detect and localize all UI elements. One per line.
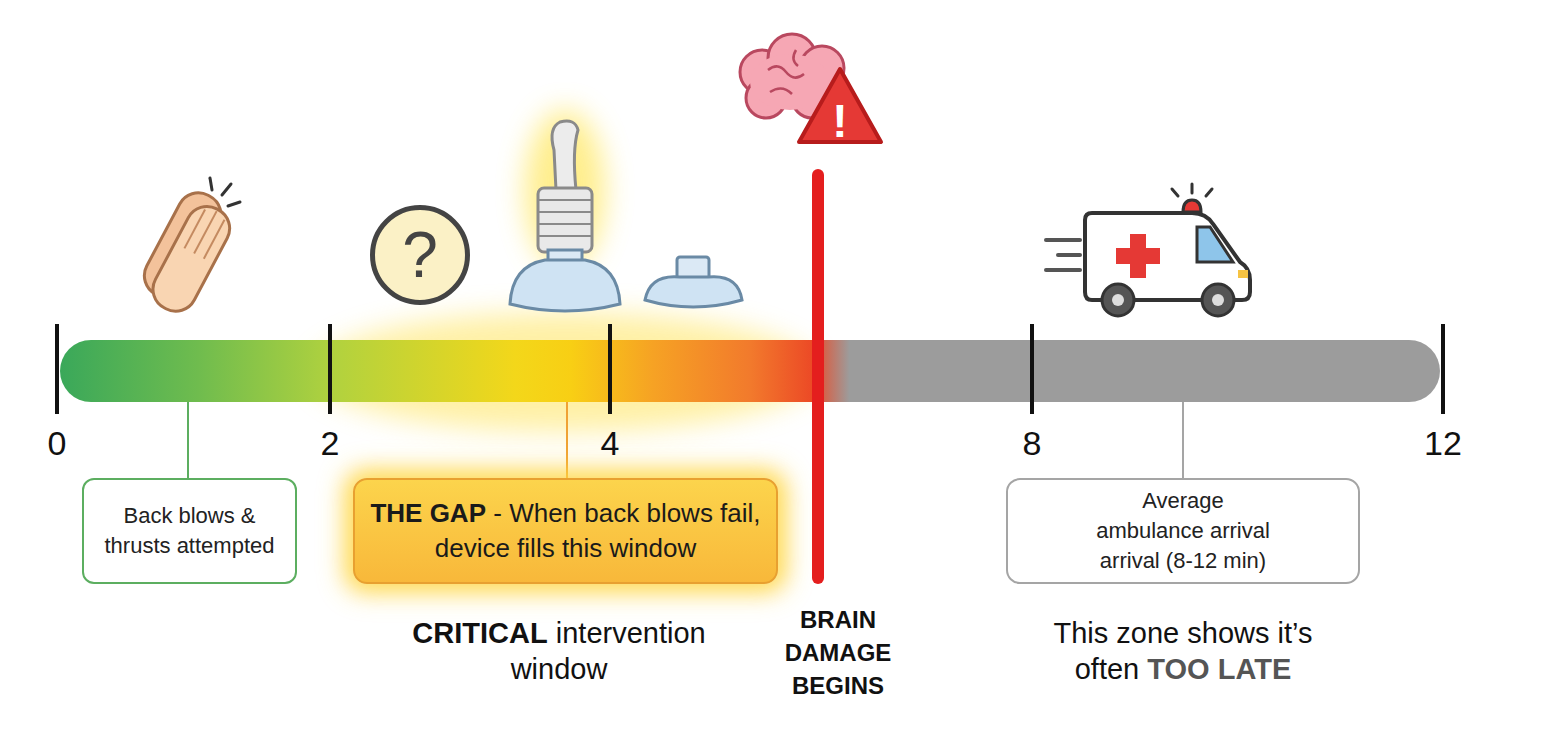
siren-ray (1206, 189, 1212, 196)
text-block: Average ambulance arrival arrival (8-12 … (1090, 486, 1276, 575)
motion-line (228, 202, 240, 206)
step-box: Back blows & thrusts attempted (82, 478, 297, 584)
brain-fold (770, 88, 792, 94)
text-block: Back blows & thrusts attempted (95, 501, 285, 560)
box-glow (345, 470, 786, 592)
question-circle: ? (370, 205, 470, 305)
bellows-ridge (538, 235, 592, 237)
threshold-label: BRAIN DAMAGE BEGINS (785, 606, 892, 699)
ambulance-icon (1046, 184, 1250, 316)
node-text: Average ambulance arrival arrival (8-12 … (1096, 488, 1270, 572)
text-block: ! (810, 98, 870, 144)
speed-line (1046, 268, 1080, 272)
tick-mark (608, 324, 612, 414)
headlight (1238, 270, 1248, 278)
axis-label-group: 0 (17, 424, 97, 463)
node-text: ? (402, 219, 438, 291)
zone-caption-group: This zone shows it’s oftenTOO LATE (1013, 615, 1353, 688)
zone-caption-group: CRITICALintervention window (379, 615, 739, 688)
axis-label: 4 (601, 424, 620, 462)
speed-line (1058, 253, 1080, 257)
zone-caption: TOO LATE (1147, 653, 1291, 685)
axis-label: 0 (48, 424, 67, 462)
speed-line (1046, 238, 1080, 242)
bellows-ridge (538, 211, 592, 213)
axis-label-group: 2 (290, 424, 370, 463)
tick-mark (1030, 324, 1034, 414)
timeline-bar (60, 340, 1440, 402)
motion-line (222, 184, 231, 195)
axis-label-group: 4 (570, 424, 650, 463)
node-text: Back blows & thrusts attempted (105, 503, 275, 558)
finger-line (194, 211, 217, 253)
text-block: THE GAP- When back blows fail, device fi… (366, 496, 766, 566)
brain-core (750, 54, 830, 110)
siren-ray (1172, 189, 1178, 196)
device-bellows (538, 188, 592, 252)
finger-line (184, 210, 205, 249)
axis-label: 8 (1023, 424, 1042, 462)
node-text: THE GAP (370, 498, 486, 528)
axis-label: 2 (321, 424, 340, 462)
device-handle (552, 121, 578, 190)
wheel (1202, 284, 1234, 316)
finger-line (204, 220, 225, 259)
device-mask (510, 260, 620, 311)
text-block: ? (380, 223, 460, 287)
motion-line (210, 178, 212, 190)
axis-label-group: 8 (992, 424, 1072, 463)
tick-mark (55, 324, 59, 414)
ambulance-window (1197, 227, 1233, 262)
gap-box: THE GAP- When back blows fail, device fi… (353, 478, 778, 584)
clapping-hands-icon (133, 185, 241, 318)
tick-mark (328, 324, 332, 414)
leader-line (566, 402, 568, 479)
node-text: ! (832, 95, 847, 147)
info-box: Average ambulance arrival arrival (8-12 … (1006, 478, 1360, 584)
wheel-hub (1212, 294, 1224, 306)
siren-ray (1191, 184, 1194, 193)
red-cross (1116, 248, 1160, 264)
suction-device-icon (510, 121, 620, 311)
zone-caption: CRITICAL (412, 617, 547, 649)
wheel (1102, 284, 1134, 316)
threshold-line (812, 175, 824, 578)
axis-label-group: 12 (1403, 424, 1483, 463)
tick-mark (1441, 324, 1445, 414)
bellows-ridge (538, 199, 592, 201)
bellows-ridge (538, 223, 592, 225)
mask-dome (645, 277, 742, 307)
device-glow (525, 110, 605, 270)
face-mask-icon (645, 257, 742, 307)
warning-triangle: ! (795, 64, 885, 146)
hand (146, 199, 237, 319)
wheel-hub (1112, 294, 1124, 306)
brain-fold (793, 50, 798, 66)
leader-line (1182, 402, 1184, 479)
axis-label: 12 (1424, 424, 1462, 462)
brain-fold (768, 66, 804, 77)
siren-light (1183, 200, 1201, 212)
threshold-label-group: BRAIN DAMAGE BEGINS (770, 603, 906, 702)
leader-line (187, 402, 189, 479)
